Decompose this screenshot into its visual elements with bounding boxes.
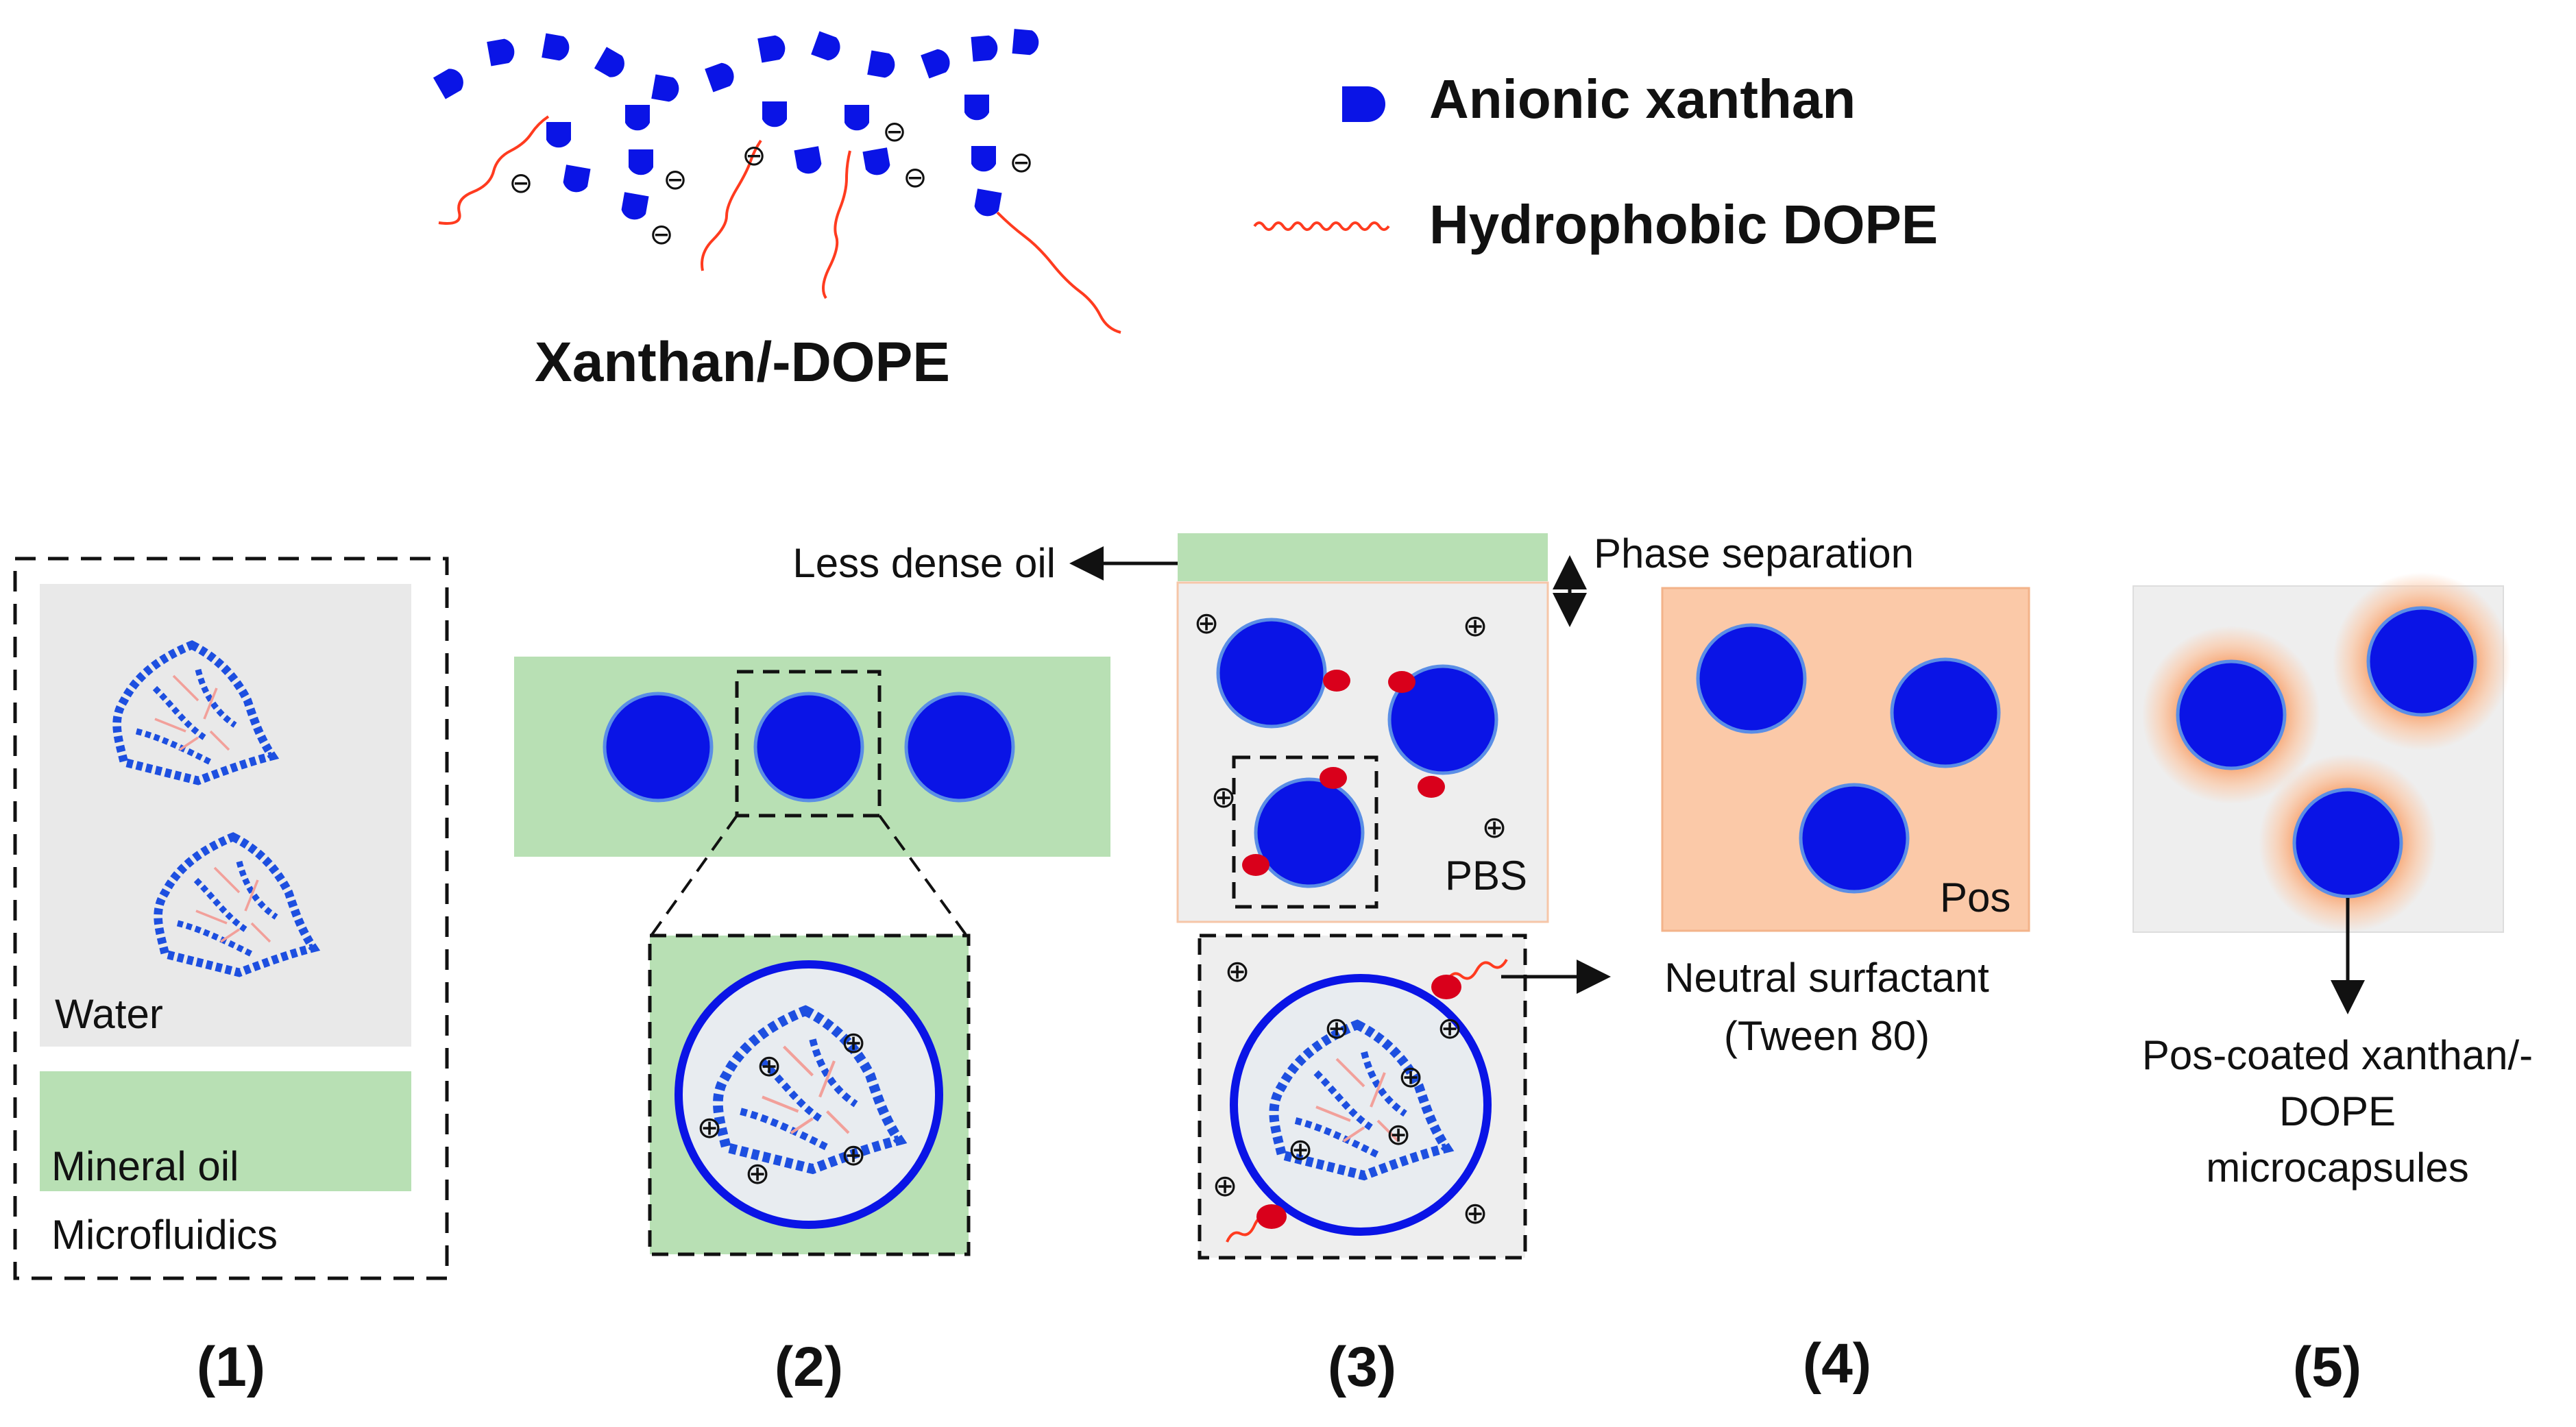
surfactant-head	[1242, 854, 1269, 876]
header-title: Xanthan/-DOPE	[535, 331, 950, 393]
microfluidics-label: Microfluidics	[51, 1212, 278, 1258]
positive-charge: ⊕	[1225, 954, 1250, 989]
surfactant-head	[1256, 1204, 1287, 1229]
droplet	[1696, 623, 1807, 734]
tween-80-label: (Tween 80)	[1724, 1013, 1930, 1059]
negative-charge-6: ⊖	[903, 160, 927, 194]
microcapsule	[2366, 606, 2477, 717]
droplet	[753, 692, 864, 803]
negative-charge-5: ⊖	[882, 114, 906, 148]
negative-charge-1: ⊖	[509, 166, 533, 199]
surfactant-head	[1388, 671, 1415, 693]
step-2-panel: Less dense oil ⊕ ⊕ ⊕ ⊕ ⊕	[514, 540, 1179, 1256]
pbs-label: PBS	[1445, 853, 1527, 899]
pos-label: Pos	[1940, 875, 2010, 920]
droplet	[904, 692, 1015, 803]
water-label: Water	[55, 991, 163, 1037]
surfactant-head	[1320, 767, 1347, 789]
xanthan-dope-chain: ⊖ ⊖ ⊖ ⊖ ⊖ ⊖ ⊖	[433, 29, 1121, 334]
positive-charge: ⊕	[745, 1156, 770, 1191]
positive-charge: ⊕	[1386, 1117, 1411, 1152]
step-3-label: (3)	[1328, 1336, 1396, 1398]
dope-tail-icon	[1253, 221, 1390, 231]
droplet	[603, 692, 714, 803]
droplet	[1799, 783, 1910, 894]
phase-separation-label: Phase separation	[1594, 530, 1914, 576]
zoomed-droplet	[1230, 974, 1492, 1236]
droplet	[1254, 777, 1365, 888]
neutral-surfactant-label: Neutral surfactant	[1664, 955, 1989, 1001]
negative-charge-7: ⊖	[1009, 145, 1033, 179]
step-1-panel: Water Mineral oil Microfluidics	[13, 557, 449, 1280]
droplet	[1216, 618, 1327, 729]
positive-charge: ⊕	[1324, 1011, 1350, 1046]
positive-charge: ⊕	[697, 1110, 722, 1145]
droplet	[1890, 657, 2001, 768]
negative-charge-2: ⊖	[663, 162, 687, 196]
step-5-panel: Pos-coated xanthan/- DOPE microcapsules	[2133, 572, 2533, 1191]
legend: Anionic xanthan Hydrophobic DOPE	[1253, 69, 1938, 255]
surfactant-head	[1431, 975, 1461, 999]
step-1-dashed-frame	[13, 557, 449, 1280]
step-4-label: (4)	[1803, 1332, 1871, 1395]
less-dense-oil-label: Less dense oil	[792, 540, 1056, 586]
positive-charge: ⊕	[757, 1049, 782, 1084]
step-5-label: (5)	[2293, 1336, 2361, 1398]
separated-oil-layer	[1178, 533, 1548, 581]
step-1-label: (1)	[197, 1336, 265, 1398]
step-4-panel: Pos	[1661, 587, 2030, 932]
positive-charge: ⊕	[1288, 1132, 1313, 1167]
microcapsule	[2176, 659, 2287, 770]
step-3-panel: Phase separation ⊕ ⊕ ⊕ ⊕ PBS ⊕ ⊕ ⊕ ⊕ ⊕ ⊕…	[1176, 530, 1989, 1260]
droplet	[1387, 664, 1498, 775]
positive-charge: ⊕	[1211, 780, 1237, 815]
xanthan-unit-icon	[1342, 86, 1385, 122]
positive-charge: ⊕	[1398, 1060, 1424, 1095]
positive-charge: ⊕	[1437, 1011, 1463, 1046]
positive-charge: ⊕	[1213, 1169, 1238, 1204]
step-2-label: (2)	[775, 1336, 843, 1398]
surfactant-head	[1323, 670, 1350, 692]
negative-charge-4: ⊖	[742, 138, 766, 172]
surfactant-head	[1418, 776, 1445, 798]
zoom-selection-box	[1232, 755, 1378, 909]
microcapsule	[2292, 788, 2403, 899]
water-box	[40, 584, 411, 1047]
positive-charge: ⊕	[841, 1138, 866, 1173]
mineral-oil-box	[40, 1071, 411, 1191]
positive-charge: ⊕	[841, 1025, 866, 1060]
positive-charge: ⊕	[1463, 609, 1488, 644]
legend-label-dope: Hydrophobic DOPE	[1429, 194, 1938, 255]
surfactant-tail	[1445, 958, 1508, 983]
legend-label-xanthan: Anionic xanthan	[1429, 69, 1856, 130]
positive-charge: ⊕	[1482, 810, 1507, 845]
negative-charge-3: ⊖	[649, 217, 673, 251]
mineral-oil-label: Mineral oil	[51, 1143, 239, 1189]
product-label-line-2: DOPE	[2279, 1088, 2396, 1134]
zoomed-droplet	[675, 960, 943, 1229]
product-label-line-3: microcapsules	[2206, 1145, 2468, 1191]
positive-charge: ⊕	[1194, 606, 1219, 641]
zoom-selection-box	[735, 670, 882, 818]
positive-charge: ⊕	[1463, 1196, 1488, 1231]
product-label-line-1: Pos-coated xanthan/-	[2142, 1032, 2533, 1078]
